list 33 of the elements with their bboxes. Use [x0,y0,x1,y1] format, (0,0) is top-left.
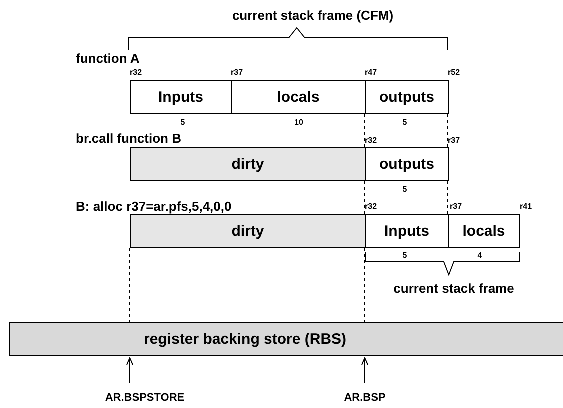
bracket-label: current stack frame (CFM) [232,8,394,23]
size-number: 5 [402,118,408,127]
register-number: r37 [448,136,460,145]
register-number: r47 [365,68,378,77]
register-number: r52 [448,68,460,77]
register-number: r37 [450,202,462,211]
size-number: 5 [402,251,408,260]
arrow [362,358,368,384]
backing-store-band: register backing store (RBS) [9,322,563,356]
register-field: Inputs [130,80,232,114]
row-heading: br.call function B [76,131,182,146]
arrow [126,358,134,384]
register-number: r32 [365,202,378,211]
size-number: 5 [180,118,186,127]
row-heading: B: alloc r37=ar.pfs,5,4,0,0 [76,199,232,214]
pointer-label: AR.BSPSTORE [90,390,200,406]
size-number: 10 [294,118,304,127]
register-field: locals [448,214,520,248]
pointer-label: AR.BSP [330,390,400,406]
register-field: outputs [365,147,449,181]
row-heading: function A [76,51,140,66]
register-field: outputs [365,80,449,114]
register-field: dirty [130,214,366,248]
register-field: locals [231,80,366,114]
register-number: r32 [365,136,378,145]
register-number: r41 [520,202,532,211]
register-number: r32 [130,68,142,77]
register-number: r37 [231,68,244,77]
register-field: Inputs [365,214,449,248]
size-number: 4 [478,251,482,260]
size-number: 5 [402,185,408,194]
register-field: dirty [130,147,366,181]
bracket-label: current stack frame [394,281,514,296]
